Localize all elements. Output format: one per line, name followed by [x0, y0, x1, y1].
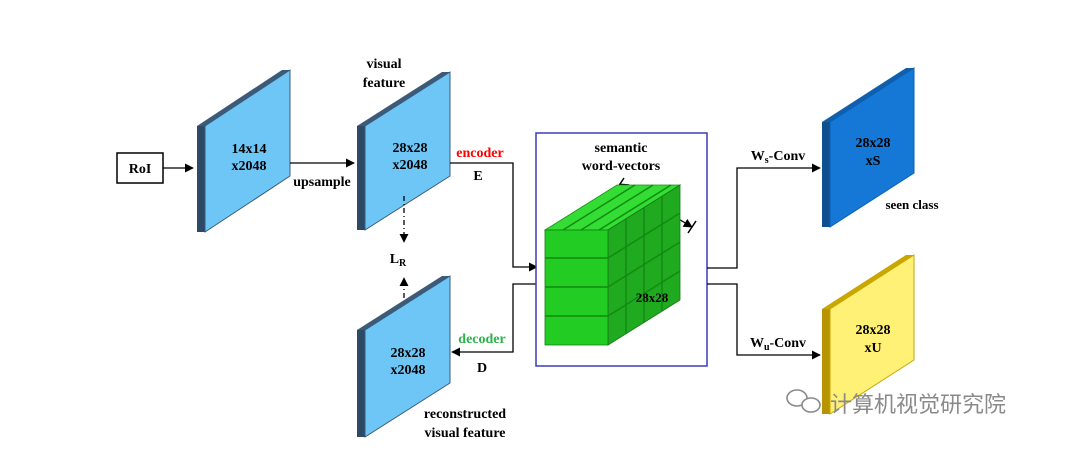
block-side: [357, 72, 450, 126]
block-side: [357, 276, 450, 330]
block-side: [822, 309, 830, 414]
word-vector-cube: 28x28: [543, 184, 682, 346]
visual-feature-title: feature: [363, 76, 406, 91]
encoder-letter: E: [473, 169, 482, 184]
decoder-label: decoder: [458, 332, 505, 347]
block-side: [822, 122, 830, 227]
block-channels-label: x2048: [393, 158, 428, 173]
cube-grid: [545, 184, 681, 334]
encoder-label: encoder: [456, 146, 503, 161]
cube-grid-line: [598, 184, 672, 231]
block-channels-label: xS: [866, 154, 881, 169]
block-side: [829, 67, 915, 228]
block-side: [204, 69, 291, 233]
block-channels-label: x2048: [232, 159, 267, 174]
unseen-arrow: [707, 283, 821, 360]
block-side: [357, 330, 365, 437]
block-channels-label: xU: [864, 341, 881, 356]
watermark-text: 计算机视觉研究院: [830, 393, 1006, 418]
block-side: [364, 71, 451, 231]
block-side: [357, 126, 365, 230]
semantic-title: word-vectors: [582, 159, 661, 174]
roi-label: RoI: [129, 162, 152, 177]
decoder-letter: D: [477, 361, 487, 376]
visual-feature-block: 28x28 x2048: [357, 71, 451, 231]
visual-feature-title: visual: [366, 57, 401, 72]
reconstructed-feature-block: 28x28 x2048: [357, 275, 451, 438]
block-size-label: 28x28: [391, 346, 426, 361]
block-channels-label: x2048: [391, 363, 426, 378]
upsample-label: upsample: [293, 175, 351, 190]
cube-grid-line: [580, 184, 654, 231]
dim-tick: [687, 220, 697, 234]
block-side: [364, 275, 451, 438]
roi-box: [116, 152, 164, 184]
roi-feature-block: 14x14 x2048: [197, 69, 291, 233]
loss-label: LR: [390, 252, 407, 269]
block-side: [197, 126, 205, 232]
block-size-label: 28x28: [393, 141, 428, 156]
decoder-arrow: [451, 283, 537, 357]
cube-size-label: 28x28: [636, 290, 669, 305]
block-side: [197, 70, 290, 126]
cube-grid-line: [562, 184, 636, 231]
block-size-label: 28x28: [856, 323, 891, 338]
seen-arrow: [707, 163, 821, 269]
block-size-label: 14x14: [232, 142, 267, 157]
encoder-arrow: [450, 162, 538, 272]
block-size-label: 28x28: [856, 136, 891, 151]
unseen-class-block: 28x28 xU: [822, 254, 915, 415]
watermark: 计算机视觉研究院: [786, 389, 1006, 418]
reconstructed-caption: reconstructed: [424, 407, 506, 422]
semantic-title: semantic: [595, 141, 648, 156]
wechat-icon: [786, 389, 821, 413]
bubble-small: [801, 397, 821, 413]
block-side: [822, 255, 914, 309]
seen-class-caption: seen class: [885, 197, 938, 212]
reconstructed-caption: visual feature: [424, 426, 505, 441]
unseen-conv-label: Wu-Conv: [750, 336, 806, 353]
block-side: [822, 68, 914, 122]
seen-conv-label: Ws-Conv: [751, 149, 805, 166]
block-side: [829, 254, 915, 415]
seen-class-block: 28x28 xS: [822, 67, 915, 228]
